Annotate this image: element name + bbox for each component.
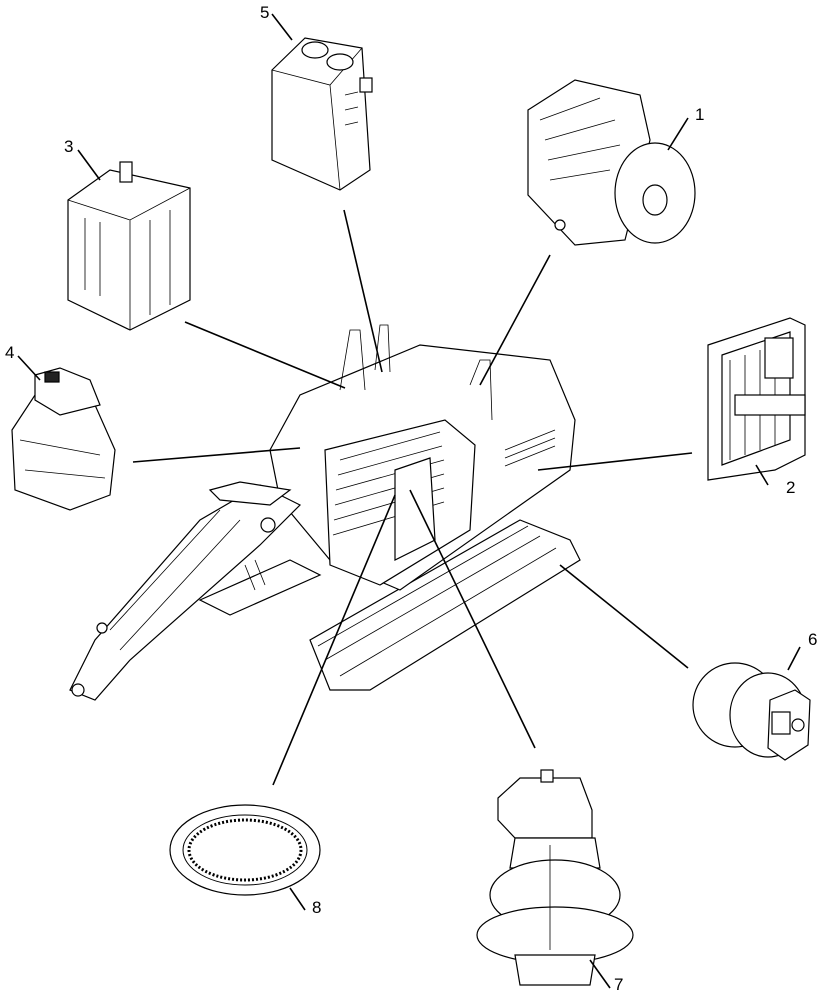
cooler-icon bbox=[707, 317, 806, 481]
travel-motor-icon bbox=[692, 662, 811, 761]
fuel-tank-icon bbox=[67, 161, 191, 331]
excavator-icon bbox=[69, 324, 581, 701]
slew-ring-icon bbox=[169, 804, 321, 896]
hydraulic-tank-icon bbox=[271, 37, 373, 191]
engine-icon bbox=[527, 79, 696, 246]
callout-6: 6 bbox=[808, 630, 817, 649]
callout-7: 7 bbox=[614, 975, 623, 994]
callout-5: 5 bbox=[260, 3, 269, 22]
def-tank-icon bbox=[11, 367, 116, 511]
callout-labels: 1 2 3 4 5 6 7 8 bbox=[5, 3, 817, 994]
callout-4: 4 bbox=[5, 343, 14, 362]
callout-2: 2 bbox=[786, 478, 795, 497]
callout-3: 3 bbox=[64, 137, 73, 156]
swing-motor-icon bbox=[476, 769, 634, 986]
leader-lines bbox=[132, 209, 693, 786]
callout-1: 1 bbox=[695, 105, 704, 124]
callout-8: 8 bbox=[312, 898, 321, 917]
